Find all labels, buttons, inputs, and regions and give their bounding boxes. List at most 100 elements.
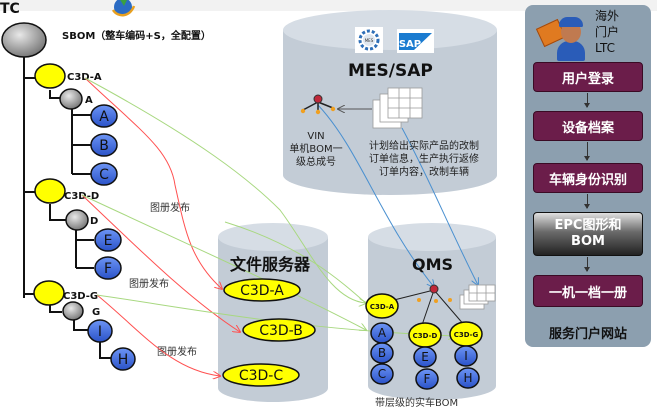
step-device-archive[interactable]: 设备档案: [533, 111, 643, 141]
step-arrow: [584, 93, 590, 108]
sub-label-d: D: [90, 216, 98, 227]
qms-leaf-letter: A: [378, 326, 387, 340]
qms-leaf-letter: H: [463, 371, 472, 385]
step-arrow: [584, 142, 590, 161]
group-label-c3d-d: C3D-D: [64, 191, 99, 202]
qms-leaf-letter: F: [424, 372, 431, 386]
qms-node-label: C3D-A: [370, 303, 395, 311]
step-epc-graphics-bom[interactable]: EPC图形和 BOM: [533, 212, 643, 256]
plan-line: 订单信息，生产执行返修: [369, 154, 479, 165]
service-portal: 海外 门户 LTC 用户登录 设备档案 车辆身份识别 EPC图形和 BOM 一机…: [525, 5, 651, 347]
qms-node-label: C3D-G: [454, 331, 479, 339]
leaf-node-c[interactable]: [90, 162, 118, 186]
tc-root-node[interactable]: [1, 22, 47, 58]
tree-node-d[interactable]: [65, 209, 89, 231]
sbom-globe-icon: [111, 0, 136, 17]
tc-label: TC: [0, 1, 20, 17]
step-one-machine-one-file[interactable]: 一机一档一册: [533, 275, 643, 307]
step-arrow: [584, 257, 590, 272]
leaf-node-a[interactable]: [90, 104, 118, 128]
sub-label-a: A: [85, 95, 93, 106]
leaf-node-b[interactable]: [90, 133, 118, 157]
tree-connectors: [23, 52, 112, 359]
publish-arrows: [81, 77, 240, 376]
qms-title: QMS: [412, 255, 454, 274]
vin-line: 级总成号: [296, 157, 336, 168]
qms-leaf-letter: E: [421, 350, 429, 364]
vin-line: 单机BOM一: [289, 144, 343, 155]
sbom-label: SBOM（整车编码+S，全配置）: [62, 31, 211, 42]
file-item-label: C3D-B: [259, 323, 303, 339]
qms-node-c3d-a[interactable]: [365, 293, 399, 319]
tree-labels: C3D-A A C3D-D D C3D-G G: [63, 72, 102, 318]
mes-sap-title: MES/SAP: [348, 61, 433, 81]
step-vehicle-identification[interactable]: 车辆身份识别: [533, 163, 643, 193]
portal-footer: 服务门户网站: [548, 327, 627, 342]
step-arrow: [584, 194, 590, 209]
leaf-letter: H: [118, 352, 129, 368]
qms-leaf-e[interactable]: [413, 346, 437, 368]
file-item-c3d-b[interactable]: [242, 318, 316, 342]
mes-to-qms-lines: [317, 104, 478, 287]
qms-table-stack-icon: [459, 284, 496, 310]
plan-line: 计划给出实际产品的改制: [369, 141, 479, 152]
qms-leaf-b[interactable]: [370, 342, 394, 364]
tree-node-c3d-d[interactable]: [34, 178, 66, 204]
publish-label: 图册发布: [150, 201, 190, 214]
file-server-title: 文件服务器: [230, 255, 311, 274]
sap-logo: SAP: [397, 29, 434, 53]
epc-line: BOM: [571, 234, 605, 249]
qms-node-label: C3D-D: [413, 332, 438, 340]
qms-leaf-f[interactable]: [415, 368, 439, 390]
qms-leaf-letter: C: [378, 367, 386, 381]
table-stack-icon: [372, 87, 423, 129]
leaf-letter: F: [104, 261, 112, 277]
sync-lines: [81, 77, 455, 336]
tree-node-a[interactable]: [59, 88, 83, 110]
leaf-node-e[interactable]: [94, 228, 122, 252]
vin-tree-icon: [300, 94, 336, 115]
qms-leaf-letter: B: [378, 346, 386, 360]
vin-line: VIN: [307, 131, 325, 142]
leaf-letter: E: [104, 233, 113, 249]
portal-header: 海外 门户 LTC: [595, 8, 619, 56]
leaf-letter: C: [99, 167, 109, 183]
mes-logo: MES: [355, 27, 383, 53]
publish-label: 图册发布: [129, 277, 169, 290]
qms-leaf-i[interactable]: [454, 345, 478, 367]
group-label-c3d-g: C3D-G: [63, 291, 98, 302]
step-user-login[interactable]: 用户登录: [533, 62, 643, 92]
group-label-c3d-a: C3D-A: [67, 72, 102, 83]
file-item-label: C3D-C: [239, 368, 284, 384]
portal-header-line: 海外: [595, 9, 620, 23]
qms-leaf-h[interactable]: [456, 367, 480, 389]
svg-text:SAP: SAP: [399, 39, 421, 50]
qms-leaf-letter: I: [464, 349, 468, 363]
epc-line: EPC图形和: [554, 218, 622, 233]
technician-icon: [535, 11, 589, 61]
file-item-label: C3D-A: [240, 283, 284, 299]
vin-text: VIN 单机BOM一 级总成号: [286, 130, 346, 169]
leaf-node-f[interactable]: [94, 256, 122, 280]
leaf-letter: B: [99, 138, 109, 154]
publish-labels: 图册发布 图册发布 图册发布: [129, 201, 197, 358]
leaf-letter: A: [99, 109, 109, 125]
file-item-c3d-a[interactable]: [223, 278, 301, 302]
plan-text: 计划给出实际产品的改制 订单信息，生产执行返修 订单内容，改制车辆: [356, 140, 492, 179]
tree-node-c3d-g[interactable]: [33, 280, 65, 306]
leaf-node-h[interactable]: [110, 347, 136, 371]
file-item-c3d-c[interactable]: [222, 363, 300, 387]
tree-node-c3d-a[interactable]: [34, 63, 66, 89]
top-bar: [0, 0, 657, 11]
file-server-items: C3D-A C3D-B C3D-C: [222, 278, 316, 387]
plan-line: 订单内容，改制车辆: [379, 167, 469, 178]
sub-label-g: G: [92, 307, 100, 318]
tree-node-g[interactable]: [62, 301, 84, 321]
qms-leaf-c[interactable]: [370, 363, 394, 385]
leaf-letter: I: [98, 324, 102, 340]
portal-header-line: LTC: [595, 41, 616, 55]
leaf-node-i[interactable]: [87, 319, 113, 343]
portal-header-line: 门户: [595, 25, 620, 39]
qms-nodes: C3D-A C3D-D C3D-G A B C E F I H: [365, 293, 483, 390]
